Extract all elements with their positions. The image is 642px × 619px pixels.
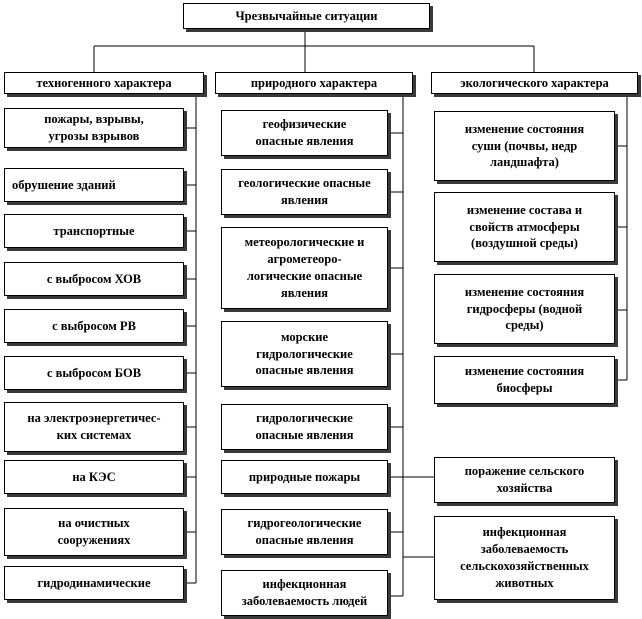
tech-item-utility-systems: на КЭС bbox=[4, 460, 184, 494]
nat-item-hydrogeological: гидрогеологические опасные явления bbox=[221, 509, 388, 555]
tech-item-hydrodynamic: гидродинамические bbox=[4, 566, 184, 600]
tech-item-transport: транспортные bbox=[4, 214, 184, 248]
column-header-label: экологического характера bbox=[460, 75, 609, 90]
column-header-label: природного характера bbox=[250, 75, 378, 90]
item-label: морские гидрологические опасные явления bbox=[255, 329, 354, 378]
item-label: на электроэнергетичес- ких системах bbox=[27, 411, 161, 442]
item-label: на КЭС bbox=[72, 469, 116, 484]
tech-item-radioactive-release: с выбросом РВ bbox=[4, 309, 184, 343]
item-label: пожары, взрывы, угрозы взрывов bbox=[44, 112, 144, 143]
tech-item-chemical-release: с выбросом ХОВ bbox=[4, 262, 184, 296]
nat-item-hydrological: гидрологические опасные явления bbox=[221, 404, 388, 450]
column-header-ecological: экологического характера bbox=[431, 72, 638, 94]
nat-item-geophysical: геофизические опасные явления bbox=[221, 110, 388, 156]
tech-item-fires-explosions: пожары, взрывы, угрозы взрывов bbox=[4, 108, 184, 148]
item-label: гидрогеологические опасные явления bbox=[247, 516, 362, 547]
eco-item-land: изменение состояния суши (почвы, недр ла… bbox=[434, 111, 615, 181]
root-label: Чрезвычайные ситуации bbox=[235, 8, 378, 23]
nat-item-wildfires: природные пожары bbox=[221, 460, 388, 494]
tech-item-treatment-facilities: на очистных сооружениях bbox=[4, 508, 184, 556]
column-header-natural: природного характера bbox=[215, 72, 413, 94]
nat-item-marine-hydrological: морские гидрологические опасные явления bbox=[221, 321, 388, 387]
item-label: геофизические опасные явления bbox=[255, 117, 354, 148]
nat-item-meteorological: метеорологические и агрометеоро- логичес… bbox=[221, 227, 388, 309]
item-label: с выбросом РВ bbox=[52, 318, 136, 333]
root-node: Чрезвычайные ситуации bbox=[183, 3, 430, 29]
eco-item-hydrosphere: изменение состояния гидросферы (водной с… bbox=[434, 274, 615, 344]
item-label: метеорологические и агрометеоро- логичес… bbox=[244, 235, 365, 300]
item-label: с выбросом БОВ bbox=[46, 365, 142, 380]
nat-item-geological: геологические опасные явления bbox=[221, 169, 388, 215]
item-label: природные пожары bbox=[248, 469, 361, 484]
item-label: гидродинамические bbox=[37, 575, 151, 590]
item-label: геологические опасные явления bbox=[238, 176, 371, 207]
tech-item-biological-release: с выбросом БОВ bbox=[4, 356, 184, 390]
item-label: изменение состояния гидросферы (водной с… bbox=[464, 284, 585, 333]
item-label: изменение состояния биосферы bbox=[464, 364, 585, 395]
item-label: инфекционная заболеваемость людей bbox=[241, 577, 368, 608]
item-label: инфекционная заболеваемость сельскохозяй… bbox=[460, 525, 589, 590]
item-label: обрушение зданий bbox=[12, 177, 116, 192]
tech-item-power-systems: на электроэнергетичес- ких системах bbox=[4, 402, 184, 452]
eco-item-animal-infection: инфекционная заболеваемость сельскохозяй… bbox=[434, 516, 615, 600]
item-label: гидрологические опасные явления bbox=[255, 411, 354, 442]
eco-item-agriculture-damage: поражение сельского хозяйства bbox=[434, 457, 615, 503]
item-label: транспортные bbox=[53, 223, 135, 238]
column-header-technogenic: техногенного характера bbox=[4, 72, 204, 94]
item-label: изменение состояния суши (почвы, недр ла… bbox=[464, 121, 585, 170]
tech-item-building-collapse: обрушение зданий bbox=[4, 168, 184, 202]
item-label: с выбросом ХОВ bbox=[46, 271, 142, 286]
item-label: на очистных сооружениях bbox=[57, 516, 131, 547]
column-header-label: техногенного характера bbox=[36, 75, 172, 90]
item-label: поражение сельского хозяйства bbox=[464, 464, 585, 495]
item-label: изменение состава и свойств атмосферы (в… bbox=[466, 202, 583, 251]
eco-item-atmosphere: изменение состава и свойств атмосферы (в… bbox=[434, 192, 615, 262]
nat-item-human-infection: инфекционная заболеваемость людей bbox=[221, 570, 388, 616]
eco-item-biosphere: изменение состояния биосферы bbox=[434, 356, 615, 404]
